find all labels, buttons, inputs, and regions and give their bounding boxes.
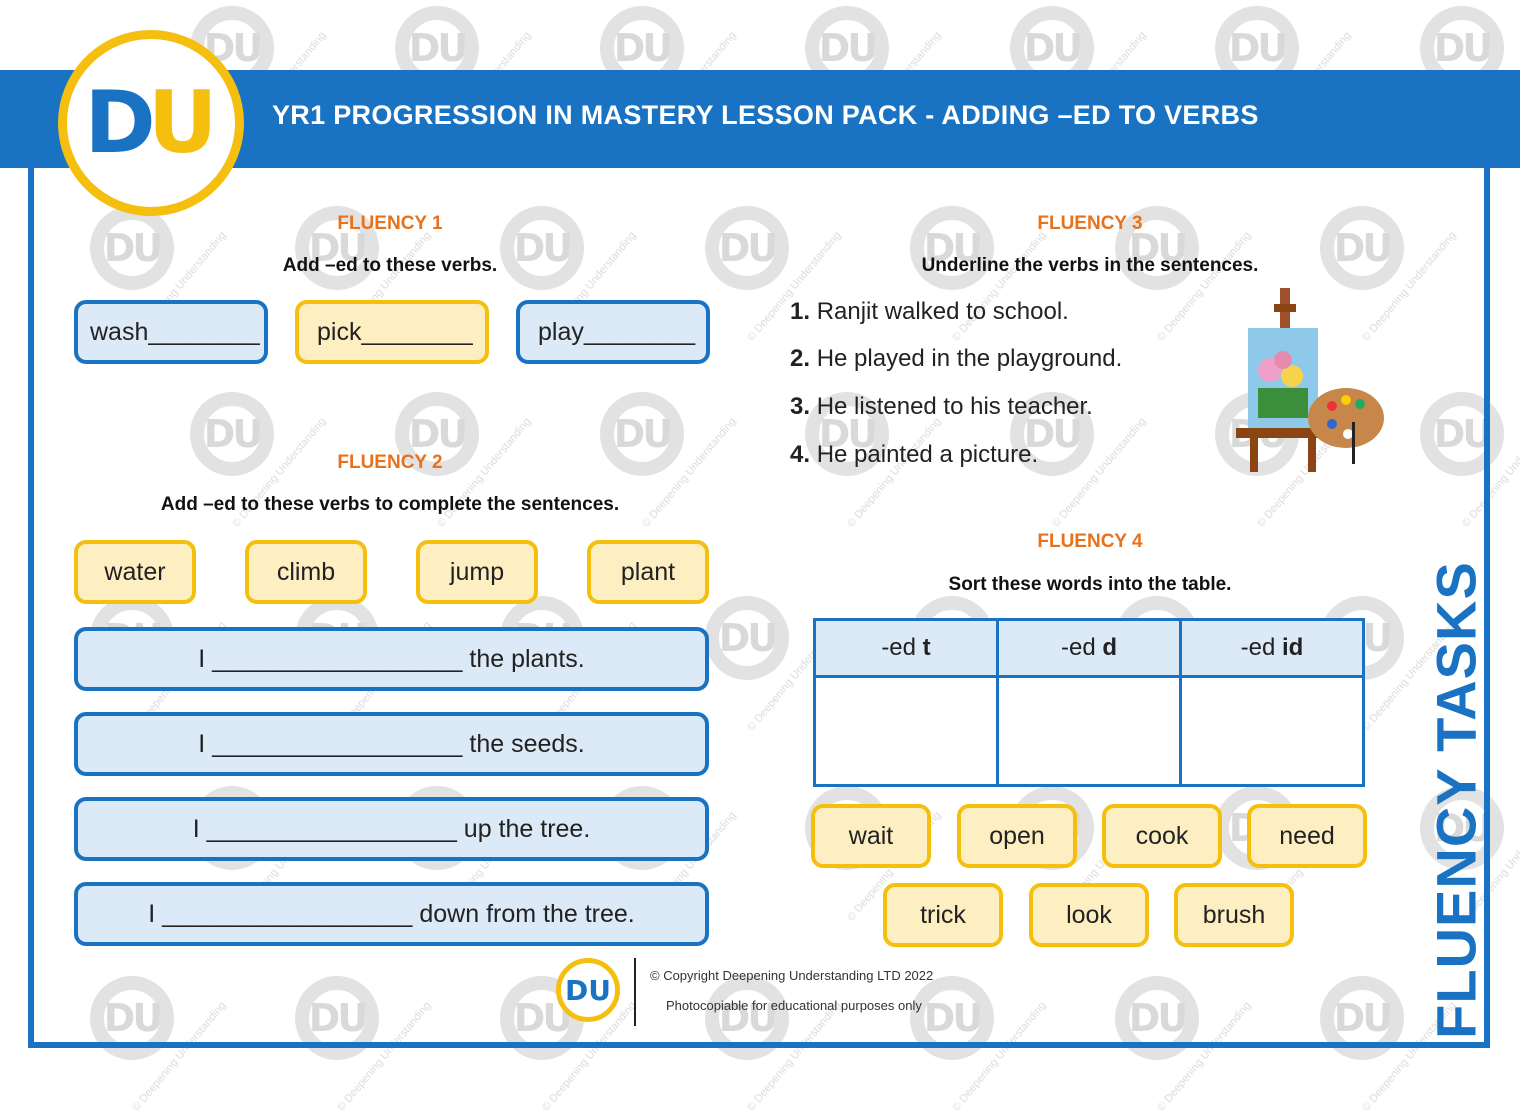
word-text: wait — [848, 821, 894, 850]
word-card: plant — [587, 540, 709, 604]
sentence-box: I __________________ the seeds. — [74, 712, 709, 776]
page-title: YR1 PROGRESSION IN MASTERY LESSON PACK -… — [272, 100, 1259, 130]
logo-letter-u: U — [147, 73, 218, 173]
verb-box: wash________ — [74, 300, 268, 364]
footer-logo-text: DU — [565, 973, 611, 1007]
word-card: wait — [811, 804, 931, 868]
sentence-box: I __________________ the plants. — [74, 627, 709, 691]
word-card: look — [1029, 883, 1149, 947]
copyright-text: © Copyright Deepening Understanding LTD … — [650, 968, 934, 983]
sentence-text: He listened to his teacher. — [816, 393, 1093, 420]
word-card: climb — [245, 540, 367, 604]
fluency4-instruction: Sort these words into the table. — [948, 574, 1232, 595]
sentence-text: I __________________ the plants. — [198, 644, 585, 673]
sentence-number: 4. — [790, 441, 811, 468]
sentence-box: I __________________ down from the tree. — [74, 882, 709, 946]
fluency3-title: FLUENCY 3 — [1037, 213, 1143, 234]
word-card: water — [74, 540, 196, 604]
watermark-mark: DU — [1320, 206, 1404, 290]
fluency1-instruction: Add –ed to these verbs. — [282, 255, 498, 276]
column-header: -ed d — [996, 618, 1182, 678]
photocopiable-note: Photocopiable for educational purposes o… — [666, 998, 922, 1013]
sentence-number: 3. — [790, 393, 811, 420]
fluency2-instruction: Add –ed to these verbs to complete the s… — [160, 494, 620, 515]
word-text: water — [104, 557, 166, 586]
word-text: need — [1279, 821, 1335, 850]
footer-divider — [634, 958, 636, 1026]
table-cell — [813, 675, 999, 787]
sentence-number: 1. — [790, 298, 811, 325]
table-cell — [1179, 675, 1365, 787]
sorting-table: -ed t -ed d -ed id — [813, 618, 1365, 787]
sentence-text: I __________________ up the tree. — [192, 814, 591, 843]
table-header-row: -ed t -ed d -ed id — [813, 618, 1365, 678]
fluency3-instruction: Underline the verbs in the sentences. — [921, 255, 1259, 276]
header-bar — [0, 70, 1520, 168]
easel-painting-illustration — [1236, 288, 1384, 472]
word-card: open — [957, 804, 1077, 868]
word-text: jump — [449, 557, 505, 586]
word-card: jump — [416, 540, 538, 604]
word-card: trick — [883, 883, 1003, 947]
verb-box: pick________ — [295, 300, 489, 364]
word-card: cook — [1102, 804, 1222, 868]
word-text: open — [989, 821, 1045, 850]
sentence-box: I __________________ up the tree. — [74, 797, 709, 861]
side-label: FLUENCY TASKS — [1418, 560, 1498, 1040]
sentence-text: I __________________ down from the tree. — [148, 899, 635, 928]
word-text: climb — [276, 557, 336, 586]
sentence-text: Ranjit walked to school. — [816, 298, 1069, 325]
side-label-text: FLUENCY TASKS — [1424, 561, 1488, 1039]
table-cell — [996, 675, 1182, 787]
fluency3-sentence: 3. He listened to his teacher. — [790, 393, 1093, 421]
sentence-text: He painted a picture. — [816, 441, 1039, 468]
fluency3-sentence: 4. He painted a picture. — [790, 441, 1038, 469]
verb-box: play________ — [516, 300, 710, 364]
fluency1-title: FLUENCY 1 — [337, 213, 443, 234]
word-card: need — [1247, 804, 1367, 868]
fluency2-title: FLUENCY 2 — [337, 452, 443, 473]
verb-text: wash________ — [90, 317, 260, 346]
logo-letter-d: D — [84, 73, 156, 173]
column-header: -ed t — [813, 618, 999, 678]
column-header: -ed id — [1179, 618, 1365, 678]
page-frame — [28, 168, 1490, 1048]
word-text: brush — [1202, 900, 1266, 929]
word-text: look — [1066, 900, 1112, 929]
word-card: brush — [1174, 883, 1294, 947]
fluency4-title: FLUENCY 4 — [1037, 531, 1143, 552]
table-row — [813, 675, 1365, 787]
footer-logo: DU — [556, 958, 620, 1022]
word-text: plant — [620, 557, 676, 586]
fluency3-sentence: 2. He played in the playground. — [790, 345, 1122, 373]
word-text: cook — [1135, 821, 1189, 850]
verb-text: play________ — [538, 317, 696, 346]
word-text: trick — [920, 900, 966, 929]
sentence-text: I __________________ the seeds. — [198, 729, 585, 758]
verb-text: pick________ — [317, 317, 473, 346]
fluency3-sentence: 1. Ranjit walked to school. — [790, 298, 1069, 326]
sentence-number: 2. — [790, 345, 811, 372]
sentence-text: He played in the playground. — [816, 345, 1123, 372]
